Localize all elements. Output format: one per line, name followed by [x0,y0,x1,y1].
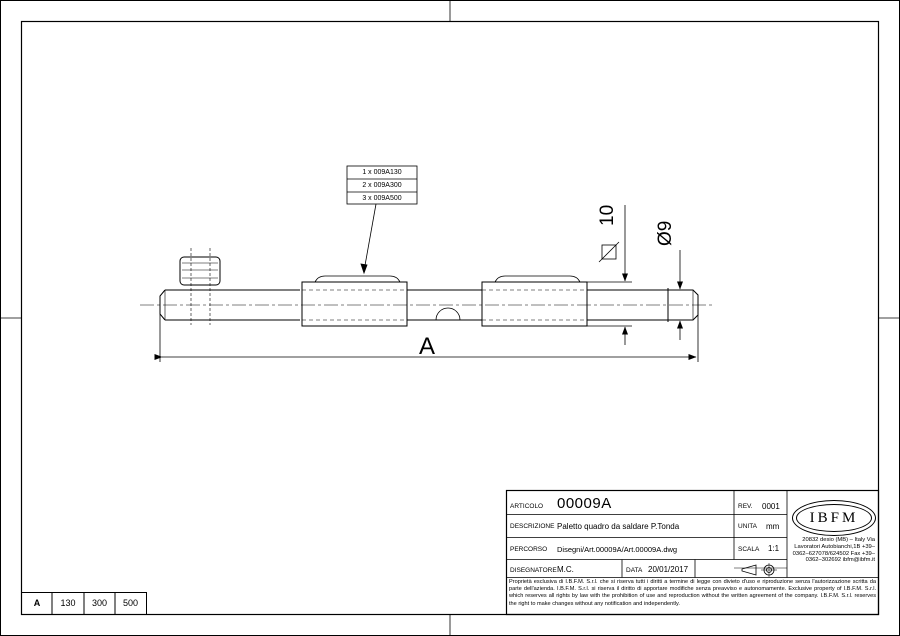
articolo-label: ARTICOLO [510,503,544,510]
scala-value: 1:1 [768,544,780,553]
callout-row-3: 3 x 009A500 [362,195,402,202]
percorso-value: Disegni/Art.00009A/Art.00009A.dwg [557,545,678,554]
rev-value: 0001 [762,502,780,511]
callout-row-2: 2 x 009A300 [362,182,402,189]
diameter-dimension-label: Ø9 [655,220,676,246]
title-block-grid [505,489,880,616]
callout-box [346,165,418,275]
square-dimension-label: 10 [597,204,618,226]
callout-row-1: 1 x 009A130 [362,169,402,176]
data-value: 20/01/2017 [648,565,689,574]
descrizione-value: Paletto quadro da saldare P.Tonda [557,522,680,531]
data-label: DATA [626,567,643,574]
percorso-label: PERCORSO [510,546,548,553]
company-address: 20832 desio (MB) – Italy Via Lavoratori … [792,537,875,564]
company-logo: IBFM [792,500,876,536]
disclaimer-text: Proprietà esclusiva di I.B.F.M. S.r.l. c… [509,579,876,607]
bolt-part [140,248,715,327]
rev-label: REV. [738,503,753,510]
size-table-value: 130 [60,598,76,608]
size-table-value: 300 [91,598,108,608]
unita-label: UNITA [738,523,758,530]
size-table-grid [21,592,147,615]
unita-value: mm [766,522,780,531]
projection-symbol-icon [741,563,777,577]
disegnatore-value: M.C. [557,565,574,574]
descrizione-label: DESCRIZIONE [510,523,555,530]
length-dimension-label: A [419,333,436,360]
dimension-length [154,314,699,362]
articolo-value: 00009A [557,495,612,512]
dimension-square [587,205,632,345]
size-table-header: A [33,598,41,608]
scala-label: SCALA [738,546,760,553]
disegnatore-label: DISEGNATORE [510,567,557,574]
size-table-value: 500 [122,598,139,608]
